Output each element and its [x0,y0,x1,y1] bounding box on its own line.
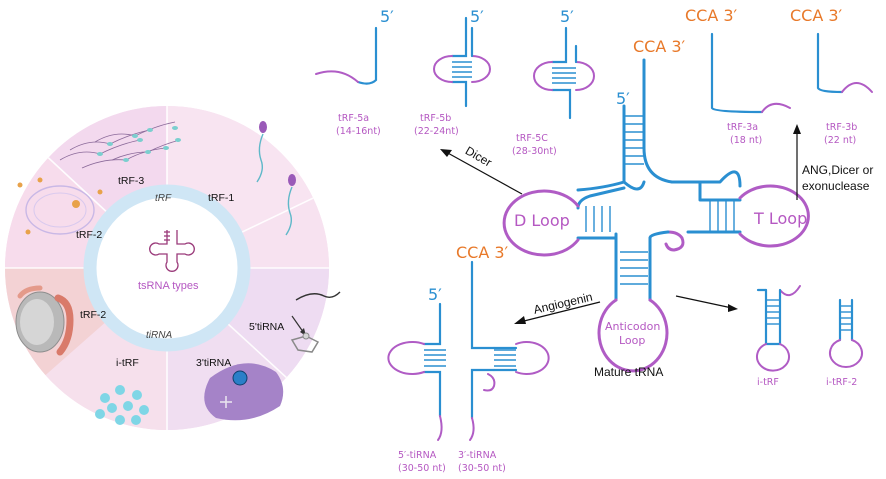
d-loop-shape [502,189,580,257]
3-tirna-cca: CCA 3′ [456,243,509,262]
angiogenin-label: Angiogenin [532,290,594,317]
d-loop-label: D Loop [514,211,570,230]
i-trf-name: i-tRF [757,377,779,388]
5-tirna-shape [387,302,446,441]
i-trf-shape [756,285,801,372]
segment-label-trf3: tRF-3 [118,175,144,187]
segment-label-trf2-bottom: tRF-2 [80,309,106,321]
d-arm-rungs [585,206,611,232]
segment-label-5tirna: 5'tiRNA [249,321,284,333]
3-tirna-size: (30-50 nt) [458,463,506,474]
testis-icon [15,285,74,356]
segment-label-trf1: tRF-1 [208,192,234,204]
trf-5a-shape [315,26,378,85]
tirna-strand-icon [290,291,341,353]
exosome-dots-icon [95,385,149,425]
anticodon-loop-shape [597,298,669,373]
trf-5a-size: (14-16nt) [336,126,381,137]
trf-5b-name: tRF-5b [420,113,451,124]
trf-5c-shape [533,26,595,120]
t-arm-rungs [709,200,735,232]
mature-5prime-label: 5′ [616,89,630,108]
angiogenin-arrow [514,301,601,324]
trf-5b-shape [433,16,491,108]
t-loop-shape [738,184,810,248]
ang-dicer-arrow [793,124,801,200]
trf-5c-5prime: 5′ [560,7,574,26]
sperm-heads-icon [97,126,181,162]
sperm-large-icon [256,121,296,236]
anticodon-label-line2: Loop [619,334,645,347]
center-label: tsRNA types [138,280,199,292]
ang-label-line2: exonuclease [802,179,870,193]
center-trna-icon [149,230,195,272]
trf-5b-5prime: 5′ [470,7,484,26]
i-trf-2-name: i-tRF-2 [826,377,857,388]
5-tirna-name: 5′-tiRNA [398,450,437,461]
mature-trna [502,58,810,373]
cell-organelle-icon [204,363,284,421]
i-trf-2-shape [829,298,863,368]
ring-tirna-label: tiRNA [146,330,172,341]
dicer-arrow [440,149,523,195]
trf-5c-size: (28-30nt) [512,146,557,157]
trf-3a-name: tRF-3a [727,122,758,133]
t-loop-label: T Loop [753,209,807,228]
trf-3a-size: (18 nt) [730,135,762,146]
anticodon-stem-rungs [620,251,648,285]
trf-3b-size: (22 nt) [824,135,856,146]
trf-5b-size: (22-24nt) [414,126,459,137]
egg-cell-icon [17,177,103,235]
trf-3a-cca: CCA 3′ [685,6,738,25]
segment-label-trf2-top: tRF-2 [76,229,102,241]
trf-3b-name: tRF-3b [826,122,857,133]
segment-label-itrf: i-tRF [116,357,139,369]
ring-trf-label: tRF [155,193,172,204]
trf-5a-5prime: 5′ [380,7,394,26]
trf-3b-cca: CCA 3′ [790,6,843,25]
3-tirna-shape [469,260,550,441]
mature-trna-label: Mature tRNA [594,365,663,379]
trf-5a-name: tRF-5a [338,113,369,124]
trf-5c-name: tRF-5C [516,133,548,144]
ang-label-line1: ANG,Dicer or [802,163,873,177]
dicer-label: Dicer [463,143,494,169]
5-tirna-size: (30-50 nt) [398,463,446,474]
acceptor-stem-rungs [624,115,644,165]
tsrna-wheel: tRF tiRNA tsRNA types tRF-1 tRF-3 tRF-2 … [5,106,341,430]
trf-3b-shape [816,32,873,94]
segment-label-3tirna: 3'tiRNA [196,357,231,369]
anticodon-label-line1: Anticodon [605,320,660,333]
3-tirna-name: 3′-tiRNA [458,450,497,461]
itrf-arrow [675,295,738,312]
trf-3a-shape [710,32,791,114]
5-tirna-5prime: 5′ [428,285,442,304]
mature-cca-label: CCA 3′ [633,37,686,56]
